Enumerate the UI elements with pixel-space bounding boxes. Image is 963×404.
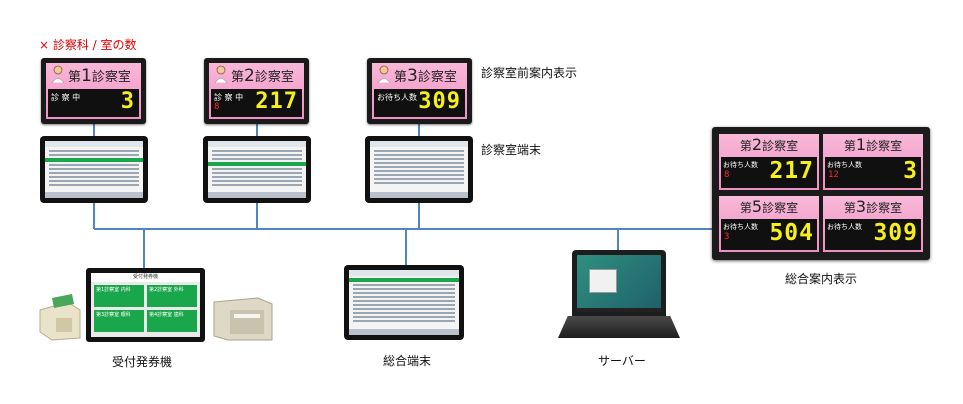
room-display-2: 第2診察室 診 察 中 8 217 (204, 58, 309, 124)
general-terminal-label: 総合端末 (383, 354, 432, 368)
waiting-count: 3 (724, 232, 730, 242)
room-display-panel: 診 察 中 3 (48, 89, 139, 117)
status-label: お待ち人数 (827, 161, 862, 169)
kiosk-button-3[interactable]: 第3診察室 眼科 (94, 310, 144, 332)
network-line-server (617, 228, 619, 250)
ticket-number: 309 (418, 89, 461, 114)
combined-cell-4: 第3診察室 お待ち人数 309 (823, 196, 923, 252)
status-label: お待ち人数 (377, 93, 417, 102)
network-line-kiosk (143, 228, 145, 268)
app-window-icon (589, 269, 617, 293)
room-terminal-3[interactable] (365, 136, 473, 203)
card-reader-icon (39, 294, 81, 341)
status-label: 診 察 中 (214, 93, 244, 102)
ticket-number: 3 (120, 89, 135, 114)
room-count-note: × 診察科 / 室の数 (39, 38, 137, 52)
staff-person-icon (51, 65, 65, 83)
room-terminal-label: 診察室端末 (481, 143, 542, 157)
status-label: お待ち人数 (723, 223, 758, 231)
network-line-disp2 (256, 124, 258, 136)
ticket-number: 217 (255, 89, 298, 114)
room-display-panel: 診 察 中 8 217 (211, 89, 302, 117)
room-display-title: 第2診察室 (231, 66, 294, 86)
cell-title: 第2診察室 (739, 135, 799, 154)
kiosk-button-1[interactable]: 第1診察室 内科 (94, 285, 144, 307)
waiting-count: 8 (724, 170, 730, 180)
kiosk-button-2[interactable]: 第2診察室 外科 (147, 285, 197, 307)
reception-kiosk[interactable]: 受付発券機 第1診察室 内科 第2診察室 外科 第3診察室 眼科 第4診察室 歯… (86, 268, 205, 342)
staff-person-icon (377, 65, 391, 83)
network-line-term3 (418, 203, 420, 229)
network-line-term1 (93, 203, 95, 229)
room-display-label: 診察室前案内表示 (481, 66, 578, 80)
server-label: サーバー (598, 354, 646, 368)
cell-title: 第5診察室 (739, 197, 799, 216)
room-display-3: 第3診察室 お待ち人数 309 (367, 58, 472, 124)
staff-person-icon (214, 65, 228, 83)
status-label: お待ち人数 (827, 223, 862, 231)
room-display-1: 第1診察室 診 察 中 3 (41, 58, 146, 124)
general-terminal[interactable] (344, 265, 464, 340)
kiosk-button-4[interactable]: 第4診察室 歯科 (147, 310, 197, 332)
room-terminal-1[interactable] (40, 136, 148, 203)
room-display-title: 第1診察室 (68, 66, 131, 86)
network-line-general (405, 228, 407, 265)
server-laptop[interactable] (572, 250, 666, 316)
waiting-count: 8 (214, 102, 220, 112)
status-label: お待ち人数 (723, 161, 758, 169)
kiosk-header: 受付発券機 (91, 273, 200, 282)
waiting-count: 12 (828, 170, 839, 180)
ticket-number: 3 (903, 158, 918, 184)
room-terminal-2[interactable] (203, 136, 311, 203)
ticket-printer-icon (213, 297, 273, 341)
ticket-number: 217 (769, 158, 814, 184)
room-display-title: 第3診察室 (394, 66, 457, 86)
ticket-number: 504 (769, 220, 814, 246)
combined-display-label: 総合案内表示 (785, 272, 858, 286)
cell-title: 第3診察室 (843, 197, 903, 216)
ticket-number: 309 (873, 220, 918, 246)
network-line-term2 (256, 203, 258, 229)
room-display-panel: お待ち人数 309 (374, 89, 465, 117)
reception-machine-label: 受付発券機 (112, 355, 173, 369)
cell-title: 第1診察室 (843, 135, 903, 154)
network-line-disp1 (93, 124, 95, 136)
network-line-main (94, 228, 714, 230)
network-line-disp3 (418, 124, 420, 136)
laptop-keyboard (558, 316, 680, 338)
status-label: 診 察 中 (51, 93, 81, 102)
